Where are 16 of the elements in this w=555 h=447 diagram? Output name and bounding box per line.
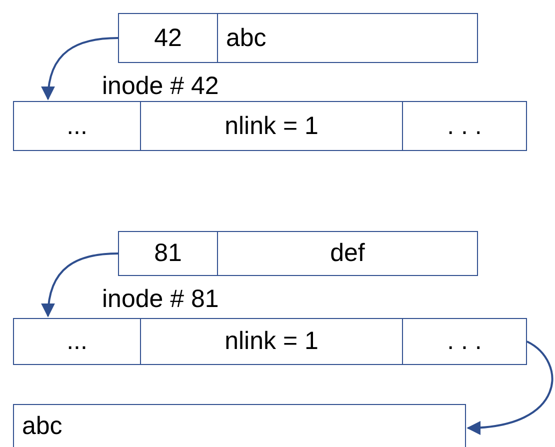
arrow: [466, 340, 553, 434]
arrow: [42, 37, 118, 100]
inode-cell: nlink = 1: [140, 101, 403, 151]
inode-cell: . . .: [402, 318, 527, 365]
inode-cell: ...: [13, 101, 141, 151]
name-cell: abc: [217, 13, 478, 63]
name-cell: def: [217, 231, 478, 276]
data-block: abc: [13, 404, 466, 447]
inode-label: inode # 81: [102, 285, 219, 314]
inode-cell: ...: [13, 318, 141, 365]
arrow: [42, 252, 118, 318]
number-cell: 42: [118, 13, 218, 63]
inode-cell: . . .: [402, 101, 527, 151]
inode-cell: nlink = 1: [140, 318, 403, 365]
number-cell: 81: [118, 231, 218, 276]
inode-label: inode # 42: [102, 72, 219, 101]
